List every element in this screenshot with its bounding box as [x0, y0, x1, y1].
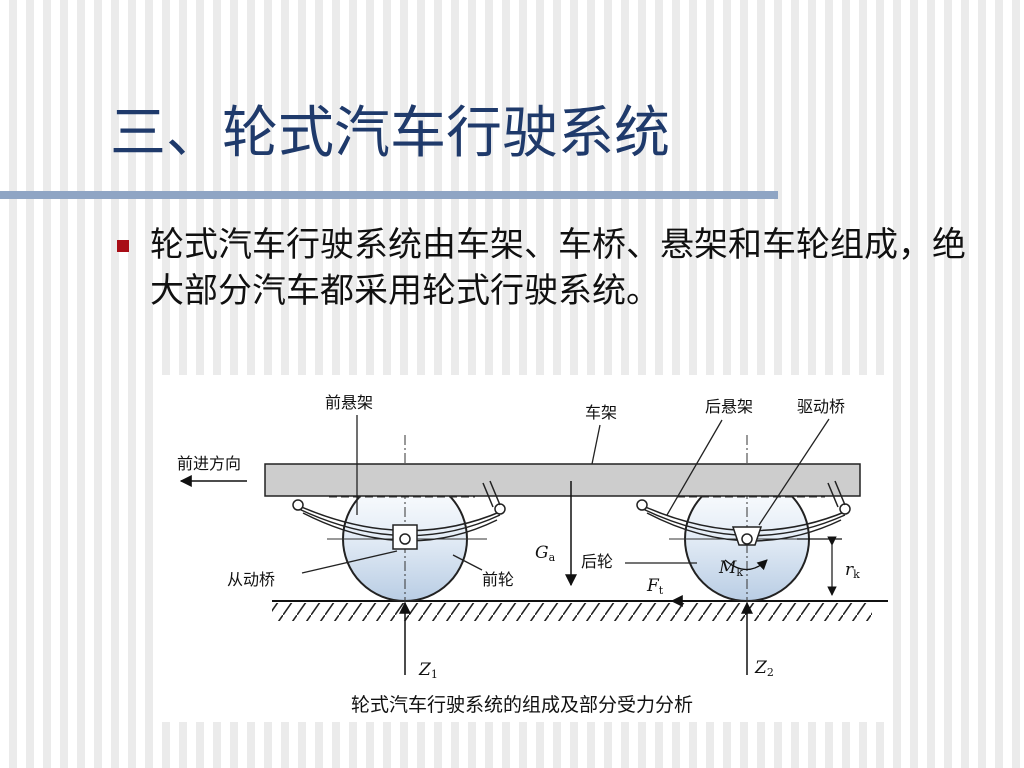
rolling-radius-dimension: [797, 536, 842, 596]
rear-suspension-label: 后悬架: [705, 397, 753, 416]
drive-axle-label: 驱动桥: [797, 397, 845, 416]
wheeled-chassis-diagram: 前悬架 车架 后悬架 驱动桥 前进方向 从动桥 前轮 后轮 Ga Mk Ft r…: [157, 375, 888, 722]
z2-symbol: Z2: [754, 658, 774, 679]
frame-shape: [264, 463, 861, 497]
title-underline: [0, 191, 778, 199]
rear-wheel-label: 后轮: [581, 552, 613, 571]
leader-lines: [301, 415, 830, 574]
ground: [272, 600, 888, 621]
rear-suspension-shape: [636, 480, 851, 546]
front-suspension-shape: [292, 480, 506, 550]
rk-symbol: rk: [845, 560, 860, 581]
mk-symbol: Mk: [718, 558, 743, 579]
front-wheel-label: 前轮: [482, 570, 514, 589]
z1-symbol: Z1: [418, 660, 438, 681]
ga-symbol: Ga: [535, 543, 556, 564]
diagram-canvas: 前悬架 车架 后悬架 驱动桥 前进方向 从动桥 前轮 后轮 Ga Mk Ft r…: [177, 393, 888, 716]
bullet-text: 轮式汽车行驶系统由车架、车桥、悬架和车轮组成，绝大部分汽车都采用轮式行驶系统。: [150, 225, 966, 311]
frame-label: 车架: [585, 403, 617, 422]
figure-caption: 轮式汽车行驶系统的组成及部分受力分析: [351, 694, 693, 716]
front-suspension-label: 前悬架: [325, 393, 373, 412]
driven-axle-label: 从动桥: [227, 570, 275, 589]
forward-direction-label: 前进方向: [177, 454, 241, 473]
slide-title: 三、轮式汽车行驶系统: [110, 101, 670, 166]
ft-symbol: Ft: [646, 576, 664, 597]
torque-arc: [724, 559, 768, 571]
bullet-marker: [117, 240, 129, 252]
